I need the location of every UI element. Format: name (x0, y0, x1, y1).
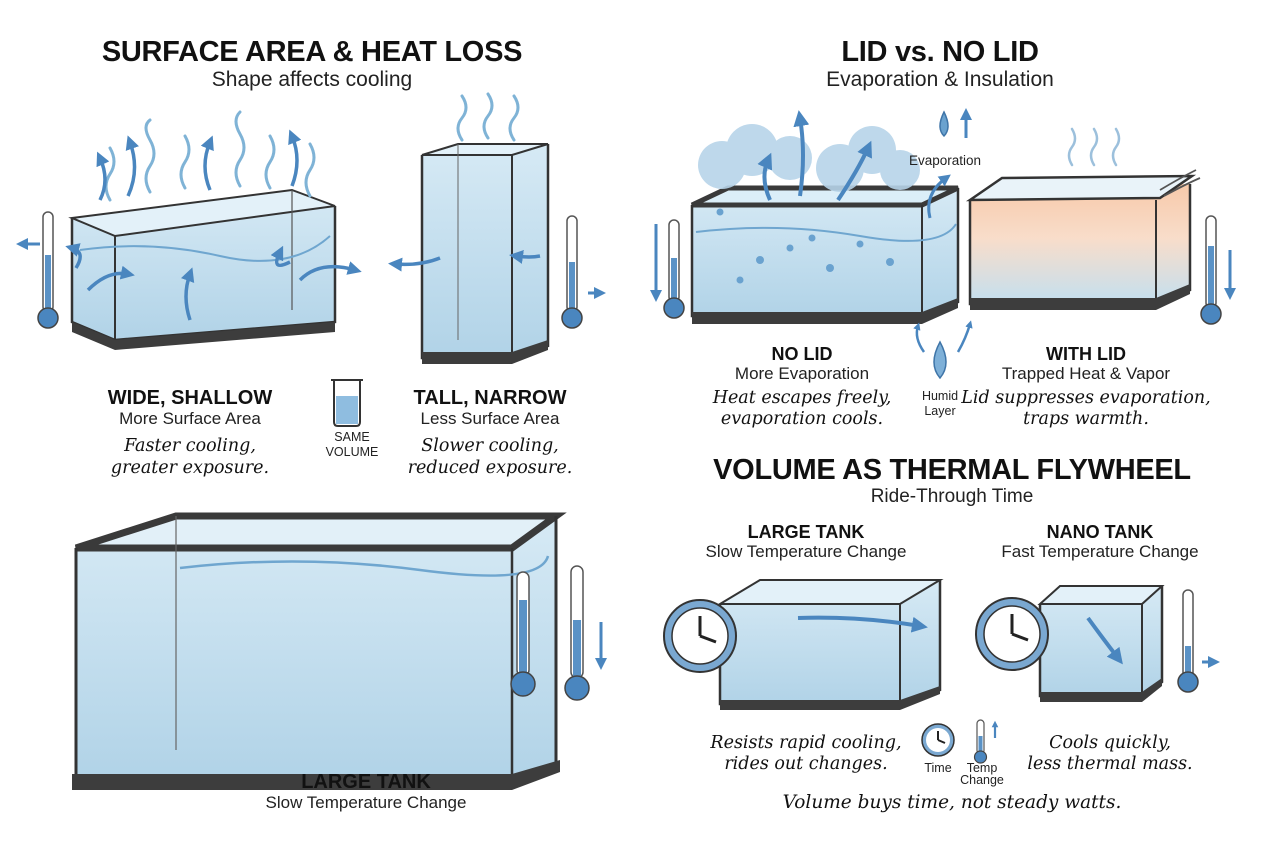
legend-temp-label-1: Temp (966, 761, 998, 775)
humid-layer-line-1: Humid (921, 389, 959, 403)
flywheel-footer: Volume buys time, not steady watts. (782, 792, 1122, 813)
no-lid-tank (690, 185, 960, 324)
nano-tank (1037, 585, 1165, 702)
no-lid-water-drop-icons (716, 208, 894, 284)
tall-tank-heat-wave-icons (456, 92, 520, 142)
same-volume-line-2: VOLUME (325, 445, 379, 459)
with-lid-sub: Trapped Heat & Vapor (1001, 364, 1171, 383)
large-tank-big (72, 512, 567, 790)
humid-layer-line-2: Layer (924, 404, 956, 418)
with-lid-trapped-heat-wave-icons (1067, 127, 1121, 167)
flywheel-large-sub: Slow Temperature Change (705, 542, 907, 561)
large-tank-thermometer-left-icon (510, 571, 536, 697)
wide-shallow-note-1: Faster cooling, (124, 436, 256, 456)
wide-shallow-label: WIDE, SHALLOW (107, 387, 273, 409)
humid-layer-drop-icon (913, 320, 973, 380)
large-tank-clock-icon (663, 599, 737, 673)
surface-area-title: SURFACE AREA & HEAT LOSS (101, 36, 523, 68)
no-lid-note-1: Heat escapes freely, (712, 388, 892, 408)
tall-tank-thermometer-icon (561, 215, 606, 329)
nano-tank-sub: Fast Temperature Change (1001, 542, 1199, 561)
no-lid-thermometer-icon (650, 219, 685, 319)
same-volume-line-1: SAME (334, 430, 370, 444)
evaporation-drop-icon (927, 108, 972, 219)
nano-note-1: Cools quickly, (1049, 733, 1171, 753)
with-lid-thermometer-icon (1200, 215, 1236, 325)
wide-tank-thermometer-icon (15, 211, 59, 329)
no-lid-steam-clouds (698, 124, 920, 192)
with-lid-note-1: Lid suppresses evaporation, (961, 388, 1211, 408)
wide-shallow-sub: More Surface Area (119, 409, 261, 428)
nano-tank-thermometer-icon (1177, 589, 1220, 693)
tall-tank-heat-arrows (388, 250, 541, 272)
wide-shallow-tank (68, 188, 337, 350)
legend-temp-label-2: Change (960, 773, 1004, 787)
legend-thermometer-icon (973, 719, 999, 764)
no-lid-label: NO LID (771, 344, 833, 364)
flywheel-large-note-1: Resists rapid cooling, (710, 733, 902, 753)
flywheel-large-tank (716, 579, 944, 710)
tall-narrow-note-2: reduced exposure. (407, 458, 573, 478)
surface-area-subtitle: Shape affects cooling (211, 68, 413, 91)
no-lid-note-2: evaporation cools. (720, 409, 884, 429)
wide-tank-heat-wave-icons (104, 110, 316, 202)
tall-narrow-note-1: Slower cooling, (421, 436, 559, 456)
no-lid-sub: More Evaporation (734, 364, 870, 383)
tall-narrow-label: TALL, NARROW (413, 387, 567, 409)
large-tank-label: LARGE TANK (301, 771, 431, 793)
with-lid-label: WITH LID (1046, 344, 1126, 364)
nano-tank-clock-icon (975, 597, 1049, 671)
nano-note-2: less thermal mass. (1027, 754, 1193, 774)
no-lid-evaporation-arrows (757, 110, 872, 202)
lid-title: LID vs. NO LID (841, 36, 1039, 68)
with-lid-tank (965, 169, 1201, 310)
flywheel-large-label: LARGE TANK (747, 522, 865, 542)
tall-narrow-sub: Less Surface Area (420, 409, 560, 428)
beaker-icon (331, 379, 363, 427)
flywheel-subtitle: Ride-Through Time (870, 486, 1034, 507)
lid-subtitle: Evaporation & Insulation (826, 68, 1054, 91)
tall-narrow-tank (420, 143, 550, 364)
flywheel-large-note-2: rides out changes. (724, 754, 888, 774)
wide-shallow-note-2: greater exposure. (110, 458, 270, 478)
legend-time-label: Time (924, 761, 952, 775)
legend-clock-icon (921, 723, 955, 757)
nano-tank-label: NANO TANK (1046, 522, 1154, 542)
large-tank-sub: Slow Temperature Change (265, 793, 467, 812)
evaporation-label: Evaporation (908, 153, 982, 168)
large-tank-thermometer-right-icon (564, 565, 607, 701)
with-lid-note-2: traps warmth. (1023, 409, 1149, 429)
flywheel-title: VOLUME AS THERMAL FLYWHEEL (713, 454, 1191, 486)
wide-tank-heat-arrows (65, 129, 362, 321)
